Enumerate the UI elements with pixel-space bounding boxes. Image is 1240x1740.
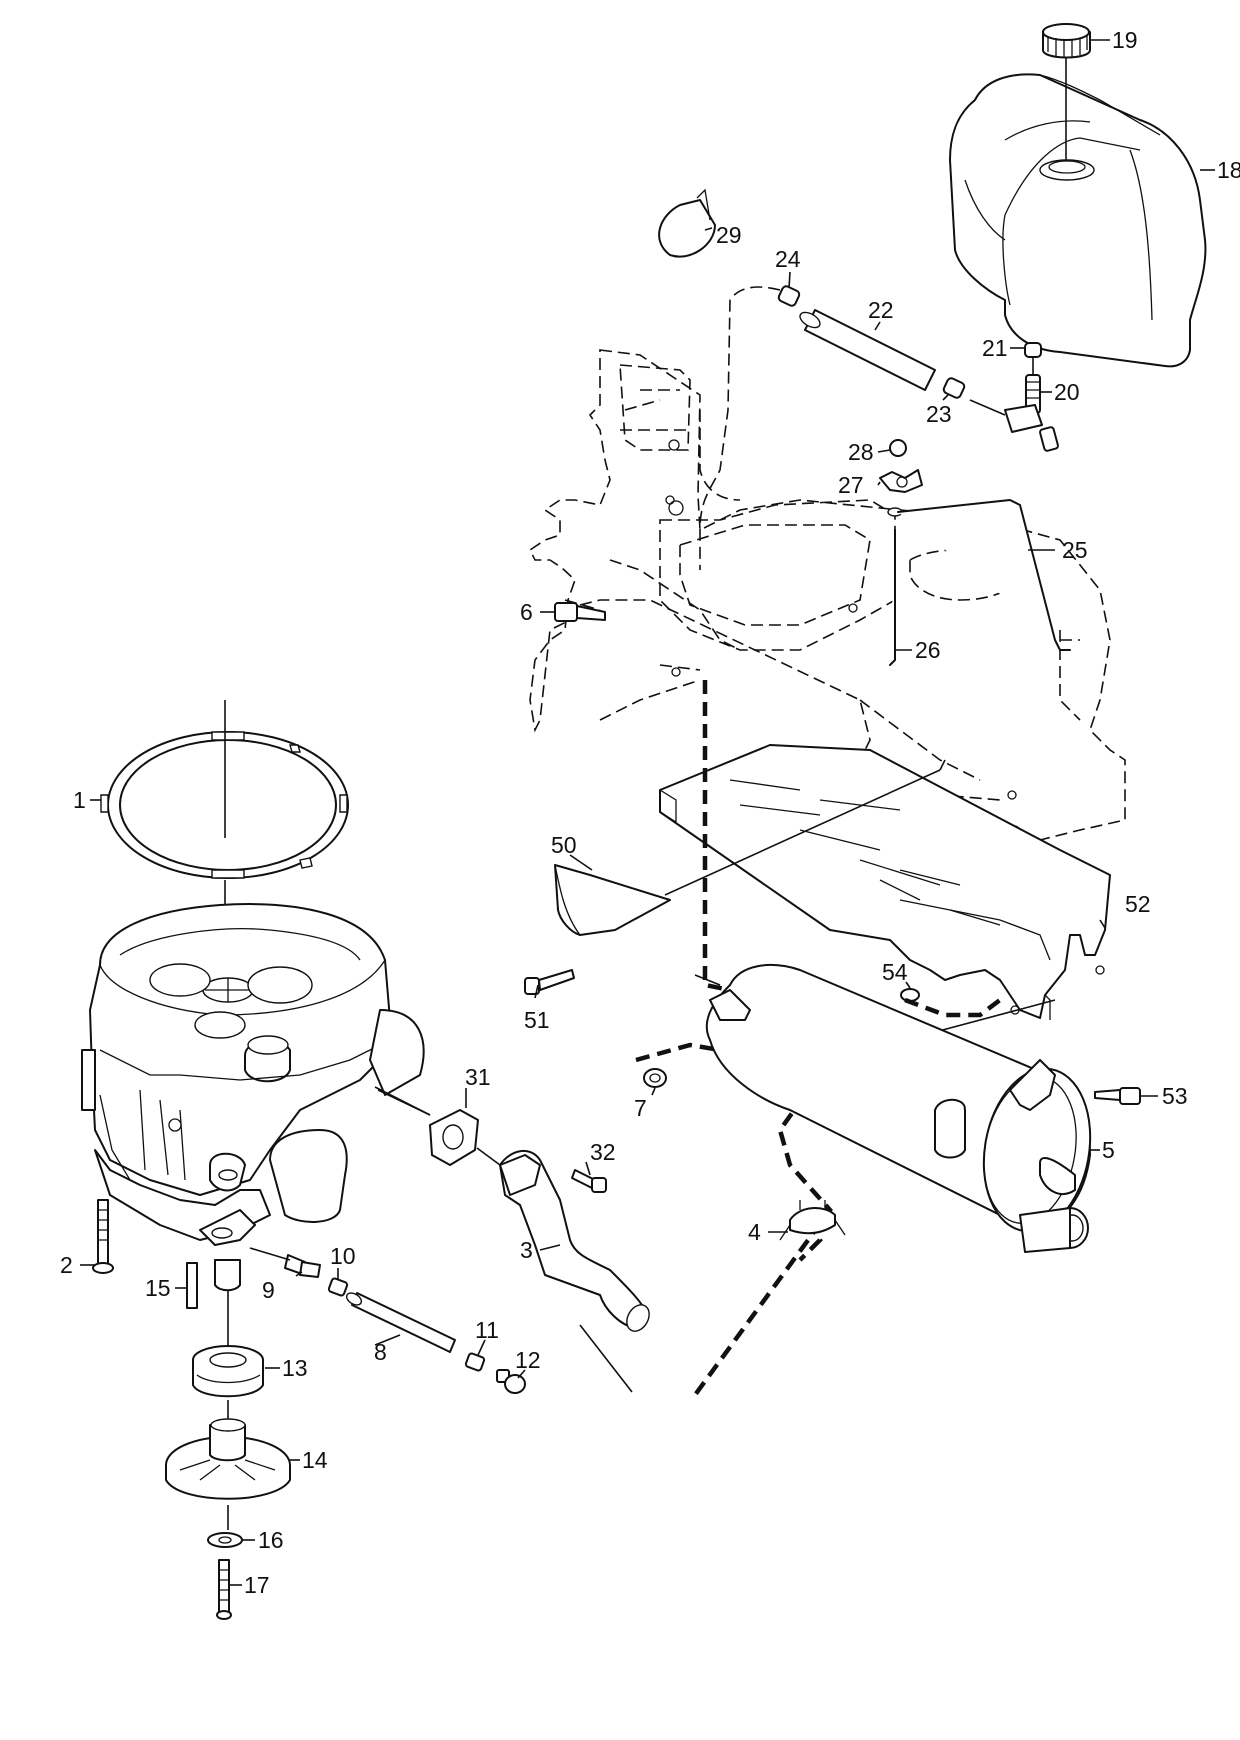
callout-29: 29 <box>716 222 742 248</box>
fuel-cap <box>1042 23 1091 59</box>
callout-7: 7 <box>634 1095 647 1121</box>
callout-2: 2 <box>60 1252 73 1278</box>
screw-51 <box>524 969 575 995</box>
callout-9: 9 <box>262 1277 275 1303</box>
exhaust-pipe <box>499 1150 650 1332</box>
bolt-6 <box>554 602 606 622</box>
callout-1: 1 <box>73 787 86 813</box>
callout-18: 18 <box>1217 157 1240 183</box>
hose-clamp-10 <box>327 1277 349 1297</box>
callout-54: 54 <box>882 959 908 985</box>
muffler <box>705 964 1092 1253</box>
callout-17: 17 <box>244 1572 270 1598</box>
callout-53: 53 <box>1162 1083 1188 1109</box>
fitting-12 <box>496 1369 526 1394</box>
bolt-53 <box>1094 1087 1141 1105</box>
nut-54 <box>900 988 920 1002</box>
muffler-clamp-4 <box>779 1200 846 1241</box>
grommet <box>1024 342 1042 358</box>
fuel-shutoff-valve <box>1004 374 1059 452</box>
engine <box>81 903 425 1246</box>
callout-23: 23 <box>926 401 952 427</box>
control-rod-25 <box>887 499 1071 651</box>
hose-clamp-upper <box>777 285 801 307</box>
nut-7 <box>643 1068 667 1088</box>
callout-13: 13 <box>282 1355 308 1381</box>
callout-19: 19 <box>1112 27 1138 53</box>
callout-28: 28 <box>848 439 874 465</box>
callout-15: 15 <box>145 1275 171 1301</box>
key-15 <box>186 1262 198 1309</box>
callout-24: 24 <box>775 246 801 272</box>
callout-32: 32 <box>590 1139 616 1165</box>
crankshaft <box>214 1259 241 1292</box>
callout-10: 10 <box>330 1243 356 1269</box>
muffler-shield-50 <box>554 864 671 936</box>
callout-22: 22 <box>868 297 894 323</box>
fuel-fitting-9 <box>284 1254 321 1278</box>
callout-51: 51 <box>524 1007 550 1033</box>
callout-25: 25 <box>1062 537 1088 563</box>
callout-52: 52 <box>1125 891 1151 917</box>
washer-16 <box>207 1532 243 1548</box>
heat-shield <box>659 744 1111 1020</box>
exhaust-bolt <box>571 1169 607 1193</box>
pulley-13 <box>192 1345 264 1398</box>
hose-clamp-11 <box>464 1352 486 1372</box>
cable-tie <box>658 188 716 258</box>
hose-clamp-lower <box>942 377 966 399</box>
exhaust-gasket <box>429 1109 479 1166</box>
callout-21: 21 <box>982 335 1008 361</box>
callout-26: 26 <box>915 637 941 663</box>
callout-14: 14 <box>302 1447 328 1473</box>
bolt-2 <box>92 1199 114 1274</box>
bolt-17 <box>216 1559 232 1620</box>
frame-outline <box>528 349 1126 841</box>
nut-28 <box>889 439 907 457</box>
callout-6: 6 <box>520 599 533 625</box>
callout-31: 31 <box>465 1064 491 1090</box>
callout-16: 16 <box>258 1527 284 1553</box>
callout-27: 27 <box>838 472 864 498</box>
callout-20: 20 <box>1054 379 1080 405</box>
callout-8: 8 <box>374 1339 387 1365</box>
fuel-tank <box>949 73 1207 368</box>
fuel-hose <box>799 309 936 391</box>
callout-12: 12 <box>515 1347 541 1373</box>
callout-3: 3 <box>520 1237 533 1263</box>
air-filter-ring <box>100 731 349 879</box>
callout-11: 11 <box>475 1317 499 1343</box>
callout-50: 50 <box>551 832 577 858</box>
pulley-14 <box>165 1418 291 1500</box>
control-rod-26 <box>889 529 896 666</box>
fuel-hose-8 <box>345 1292 456 1353</box>
wing-nut-27 <box>879 469 923 493</box>
callout-4: 4 <box>748 1219 761 1245</box>
callout-5: 5 <box>1102 1137 1115 1163</box>
